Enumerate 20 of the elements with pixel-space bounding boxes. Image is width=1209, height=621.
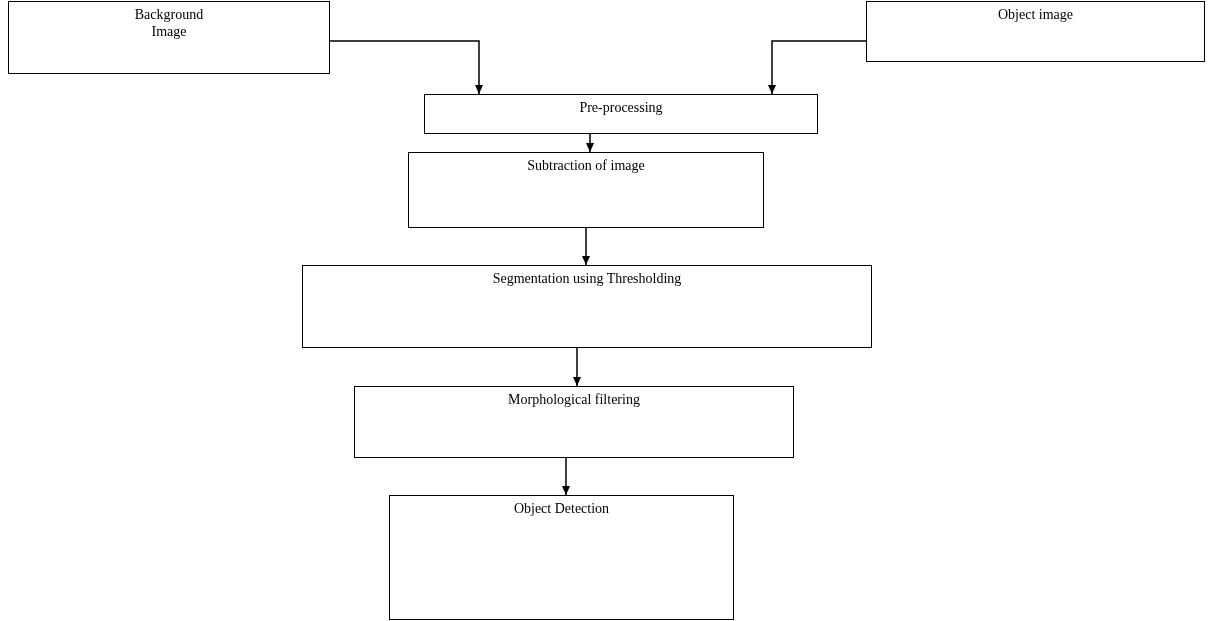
box-label: Object Detection bbox=[513, 500, 610, 517]
process-box bbox=[389, 495, 734, 620]
box-label: Subtraction of image bbox=[527, 157, 645, 174]
arrow bbox=[573, 347, 581, 387]
box-label: Pre-processing bbox=[579, 99, 663, 116]
arrow bbox=[582, 227, 590, 266]
process-box bbox=[866, 1, 1205, 62]
process-box bbox=[8, 1, 330, 74]
process-box bbox=[408, 152, 764, 228]
arrow bbox=[329, 40, 483, 95]
process-box bbox=[354, 386, 794, 458]
box-label: Segmentation using Thresholding bbox=[492, 270, 682, 287]
box-label: Background Image bbox=[133, 6, 205, 40]
arrow bbox=[768, 40, 867, 95]
process-box bbox=[302, 265, 872, 348]
box-label: Object image bbox=[998, 6, 1073, 23]
box-label: Morphological filtering bbox=[508, 391, 640, 408]
arrow bbox=[586, 133, 594, 153]
process-box bbox=[424, 94, 818, 134]
arrow bbox=[562, 457, 570, 496]
